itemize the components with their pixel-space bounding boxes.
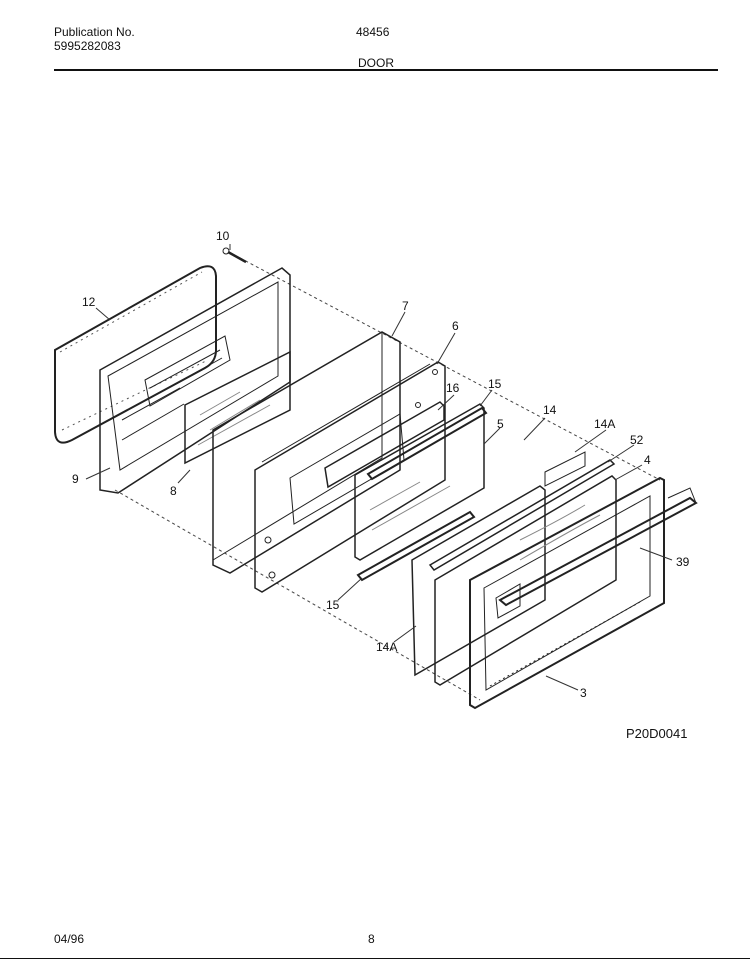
callout-15-upper: 15: [488, 377, 502, 391]
part-glass-channel-lower: [356, 510, 476, 582]
part-glass-spacer: [428, 451, 616, 571]
header-rule: [54, 69, 718, 71]
part-handle: [498, 487, 698, 607]
page-number: 8: [368, 932, 375, 946]
part-gasket: [54, 265, 217, 444]
callout-6: 6: [452, 319, 459, 333]
callout-14a-lower: 14A: [376, 640, 397, 654]
callout-15-lower: 15: [326, 598, 340, 612]
callout-4: 4: [644, 453, 651, 467]
part-outer-glass: [411, 485, 546, 677]
part-outer-glass-panel: [434, 475, 617, 686]
callout-5: 5: [497, 417, 504, 431]
callout-14: 14: [543, 403, 557, 417]
callout-8: 8: [170, 484, 177, 498]
callout-7: 7: [402, 299, 409, 313]
footer-rule: [0, 958, 750, 959]
publication-label: Publication No.: [54, 25, 135, 39]
section-title: DOOR: [358, 56, 394, 70]
part-glass-retainer: [324, 401, 445, 489]
part-screw: [222, 247, 247, 264]
callout-3: 3: [580, 686, 587, 700]
callout-10: 10: [216, 229, 230, 243]
footer-date: 04/96: [54, 932, 85, 946]
callout-16: 16: [446, 381, 460, 395]
assembly-axis-lines: [114, 257, 661, 701]
callout-39: 39: [676, 555, 690, 569]
leader-lines: [85, 244, 673, 691]
part-inner-glass: [184, 350, 291, 465]
drawing-code: P20D0041: [626, 726, 687, 741]
part-door-liner: [99, 267, 291, 494]
callout-12: 12: [82, 295, 96, 309]
callout-9: 9: [72, 472, 79, 486]
part-insulation-panel: [212, 331, 401, 574]
callout-14a-upper: 14A: [594, 417, 615, 431]
part-door-frame: [469, 476, 665, 710]
part-glass-channel-upper: [366, 406, 488, 481]
model-number: 48456: [356, 25, 390, 39]
part-middle-glass: [354, 403, 485, 561]
publication-number: 5995282083: [54, 39, 121, 53]
callout-labels: 10 12 7 6 16 15 14 5 14A 52 4 9 8 39 15 …: [72, 229, 690, 741]
callout-52: 52: [630, 433, 644, 447]
